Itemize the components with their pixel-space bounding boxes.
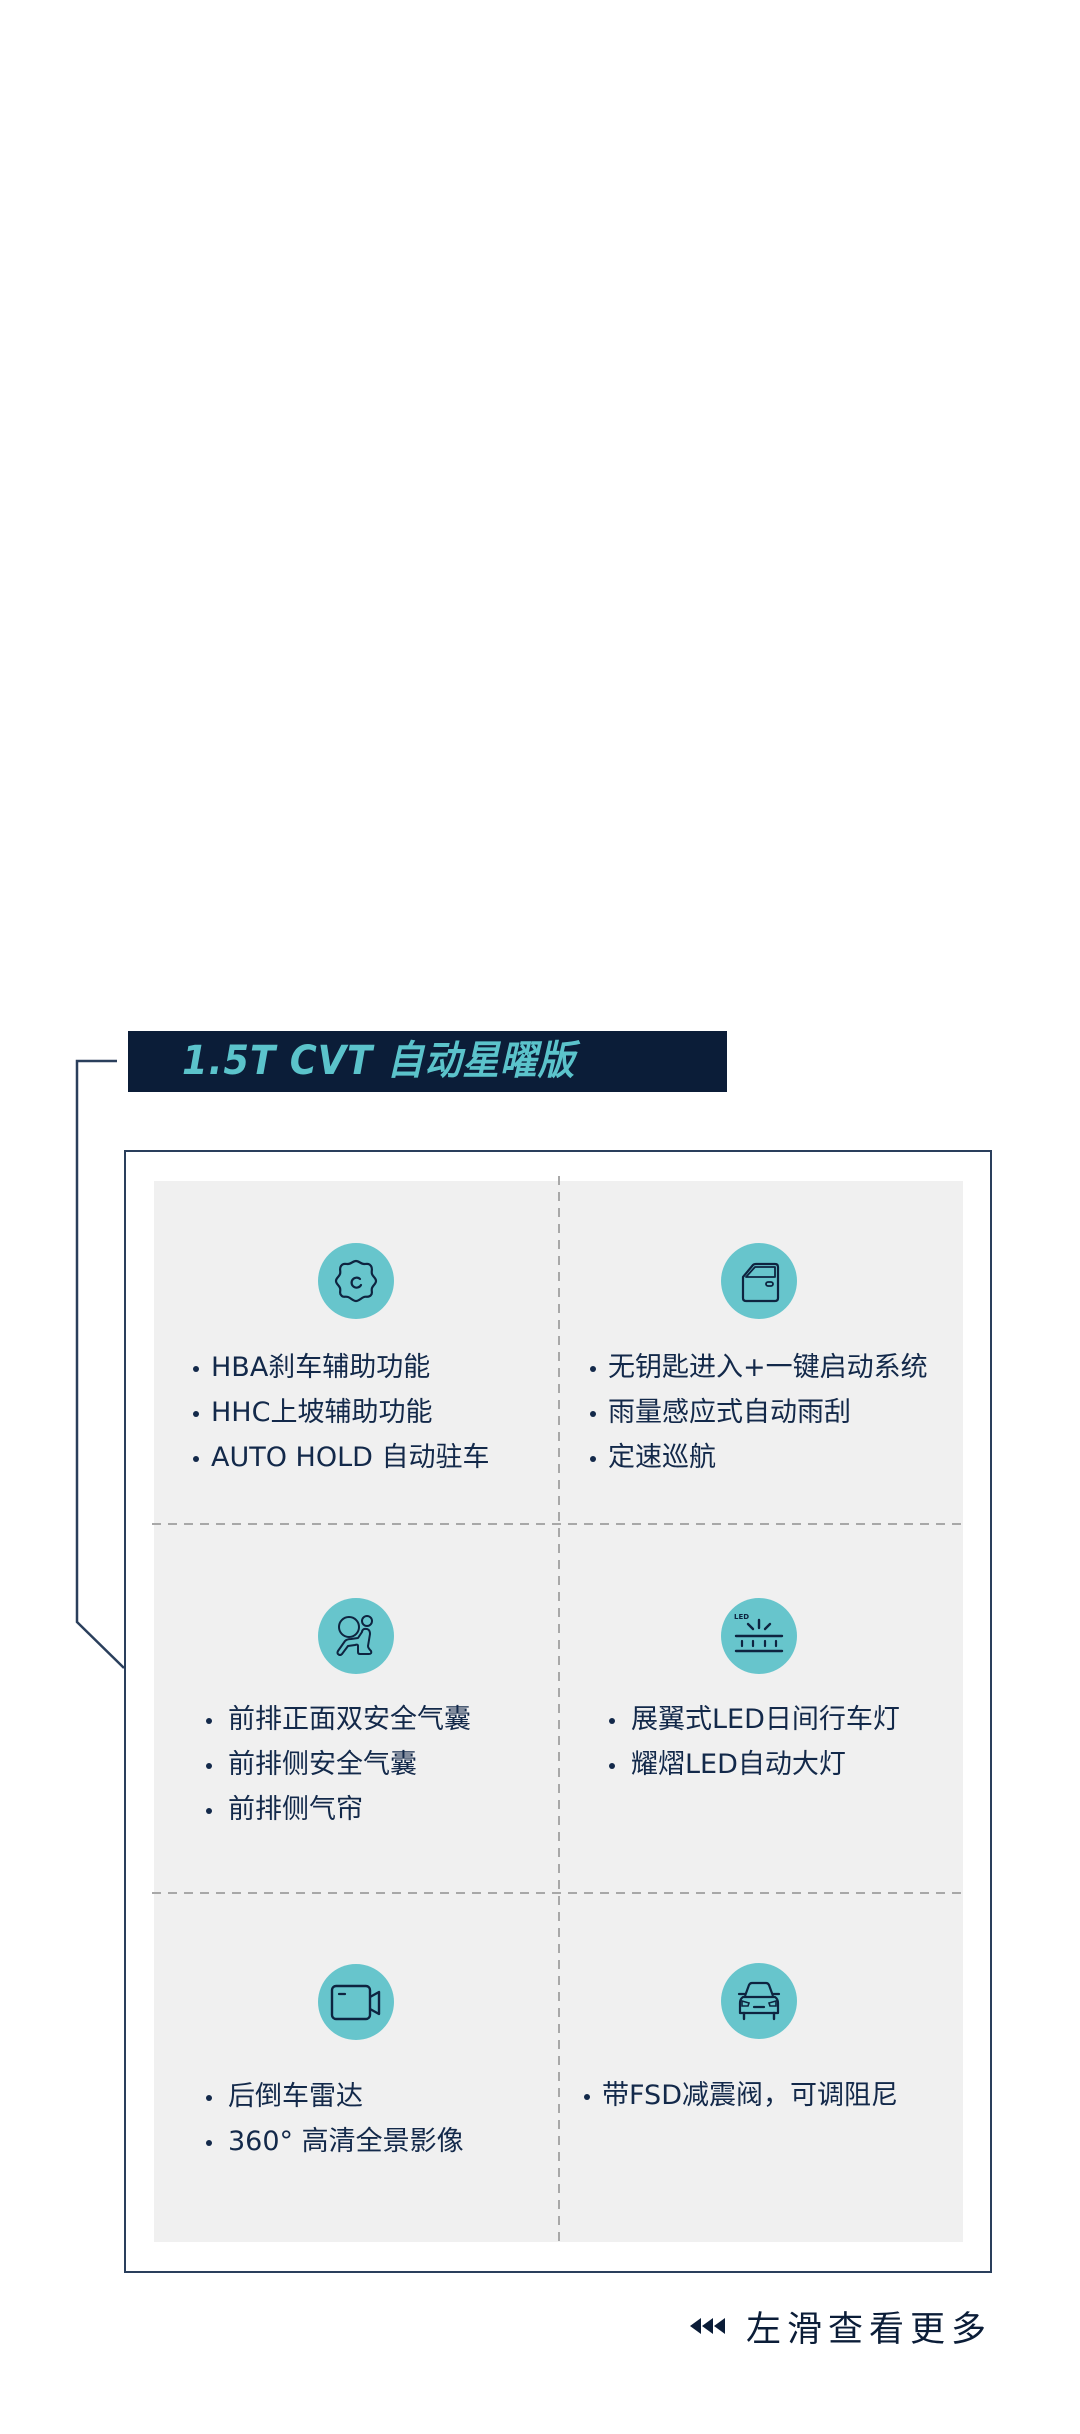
feature-item: 360° 高清全景影像 (206, 2119, 464, 2164)
feature-item: 带FSD减震阀，可调阻尼 (584, 2073, 898, 2118)
feature-item: HHC上坡辅助功能 (193, 1390, 490, 1435)
feature-list: 带FSD减震阀，可调阻尼 (584, 2073, 898, 2118)
feature-item: 前排侧安全气囊 (206, 1742, 471, 1787)
feature-item: AUTO HOLD 自动驻车 (193, 1435, 490, 1480)
gear-icon (318, 1243, 394, 1319)
car-front-icon (721, 1963, 797, 2039)
feature-item: 无钥匙进入+一键启动系统 (590, 1345, 928, 1390)
swipe-left-hint[interactable]: 左滑查看更多 (690, 2304, 992, 2350)
feature-list: 无钥匙进入+一键启动系统 雨量感应式自动雨刮 定速巡航 (590, 1345, 928, 1480)
feature-item: 前排正面双安全气囊 (206, 1697, 471, 1742)
feature-item: 后倒车雷达 (206, 2074, 464, 2119)
feature-list: 后倒车雷达 360° 高清全景影像 (206, 2074, 464, 2164)
svg-text:LED: LED (734, 1613, 749, 1621)
feature-item: HBA刹车辅助功能 (193, 1345, 490, 1390)
feature-item: 耀熠LED自动大灯 (609, 1742, 900, 1787)
feature-list: 前排正面双安全气囊 前排侧安全气囊 前排侧气帘 (206, 1697, 471, 1832)
camera-icon (318, 1964, 394, 2040)
feature-item: 定速巡航 (590, 1435, 928, 1480)
feature-item: 展翼式LED日间行车灯 (609, 1697, 900, 1742)
swipe-hint-label: 左滑查看更多 (746, 2309, 993, 2350)
feature-list: 展翼式LED日间行车灯 耀熠LED自动大灯 (609, 1697, 900, 1787)
feature-item: 前排侧气帘 (206, 1787, 471, 1832)
trim-title: 1.5T CVT 自动星曜版 (182, 1038, 576, 1084)
feature-list: HBA刹车辅助功能 HHC上坡辅助功能 AUTO HOLD 自动驻车 (193, 1345, 490, 1480)
triple-left-arrow-icon (690, 2318, 725, 2334)
trim-title-banner: 1.5T CVT 自动星曜版 (128, 1031, 727, 1092)
row-divider (152, 1523, 963, 1525)
feature-item: 雨量感应式自动雨刮 (590, 1390, 928, 1435)
row-divider (152, 1892, 963, 1894)
led-light-icon: LED (721, 1598, 797, 1674)
airbag-icon (318, 1598, 394, 1674)
column-divider (558, 1176, 560, 2242)
car-door-icon (721, 1243, 797, 1319)
